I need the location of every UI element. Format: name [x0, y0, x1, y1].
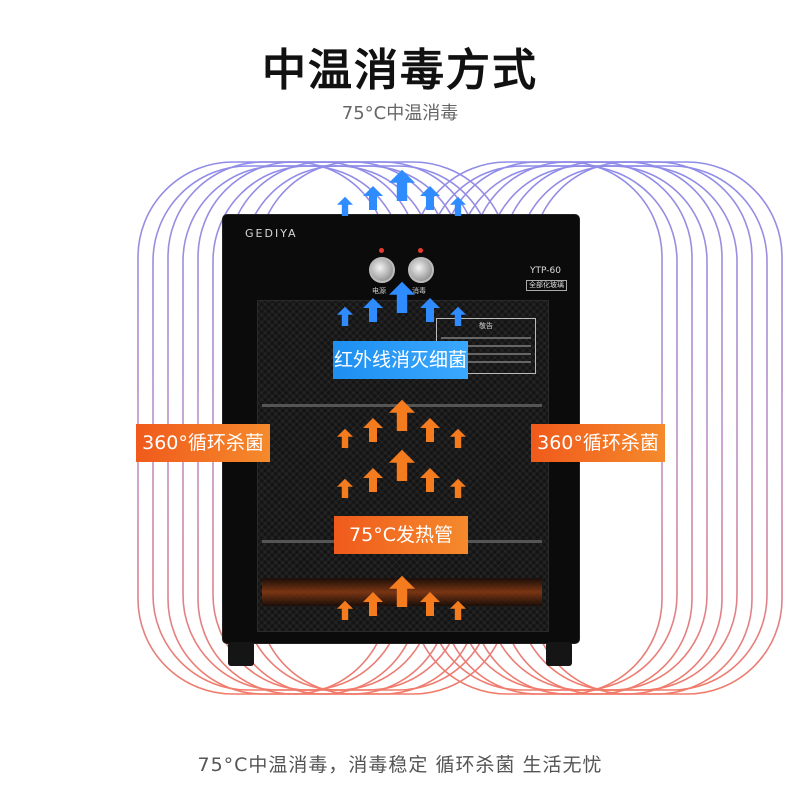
warning-text-line [441, 353, 531, 355]
cabinet-foot-left [228, 642, 254, 666]
arrow-up-icon [420, 468, 440, 492]
model-subtitle: 全部化玻璃 [526, 280, 567, 291]
arrow-up-icon [363, 418, 383, 442]
warning-text-line [441, 345, 531, 347]
arrow-up-icon [363, 298, 383, 322]
page-title: 中温消毒方式 [262, 45, 538, 96]
disinfect-knob-label: 消毒 [412, 287, 426, 295]
arrow-up-icon [420, 418, 440, 442]
arrow-up-icon [363, 592, 383, 616]
arrow-up-icon [420, 298, 440, 322]
infrared-callout: 红外线消灭细菌 [333, 341, 468, 379]
arrow-up-icon [450, 600, 466, 620]
arrow-up-icon [420, 186, 440, 210]
arrow-up-icon [450, 478, 466, 498]
brand-logo: GEDIYA [245, 227, 298, 240]
cycle-callout-right: 360°循环杀菌 [531, 424, 665, 462]
arrow-up-icon [337, 600, 353, 620]
cabinet-foot-right [546, 642, 572, 666]
power-led [379, 248, 384, 253]
arrow-up-icon [337, 478, 353, 498]
arrow-up-icon [450, 196, 466, 216]
power-knob-label: 电源 [372, 287, 386, 295]
arrow-up-icon [389, 281, 415, 313]
arrow-up-icon [389, 575, 415, 607]
arrow-up-icon [450, 428, 466, 448]
arrow-up-icon [389, 169, 415, 201]
arrow-up-icon [363, 186, 383, 210]
warning-text-line [441, 337, 531, 339]
warning-title: 敬告 [479, 322, 493, 330]
model-number: YTP-60 [530, 266, 561, 276]
arrow-up-icon [420, 592, 440, 616]
disinfect-led [418, 248, 423, 253]
arrow-up-icon [389, 449, 415, 481]
arrow-up-icon [450, 306, 466, 326]
cycle-callout-left: 360°循环杀菌 [136, 424, 270, 462]
arrow-up-icon [337, 196, 353, 216]
disinfect-knob-icon[interactable] [408, 257, 434, 283]
arrow-up-icon [363, 468, 383, 492]
power-knob-icon[interactable] [369, 257, 395, 283]
heater-callout: 75°C发热管 [334, 516, 468, 554]
arrow-up-icon [389, 399, 415, 431]
page-subtitle: 75°C中温消毒 [341, 103, 459, 124]
footer-caption: 75°C中温消毒，消毒稳定 循环杀菌 生活无忧 [197, 754, 603, 776]
arrow-up-icon [337, 306, 353, 326]
warning-text-line [441, 361, 531, 363]
arrow-up-icon [337, 428, 353, 448]
